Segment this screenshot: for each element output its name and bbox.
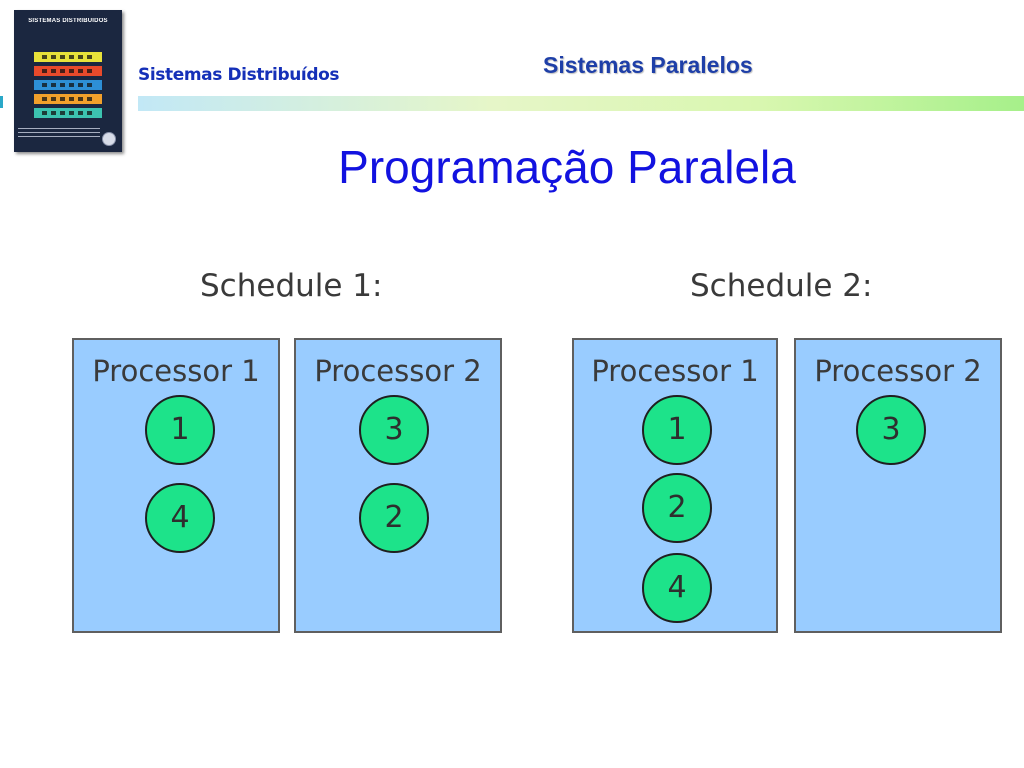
processor-label: Processor 2 <box>314 354 482 388</box>
processor-label: Processor 1 <box>591 354 759 388</box>
schedule-2-processor-2: Processor 2 3 <box>794 338 1002 633</box>
book-cover-image: SISTEMAS DISTRIBUÍDOS <box>14 10 122 152</box>
task-node: 4 <box>145 483 215 553</box>
slide-title: Programação Paralela <box>338 141 796 193</box>
book-cover-band <box>34 66 102 76</box>
book-cover-title: SISTEMAS DISTRIBUÍDOS <box>28 18 108 24</box>
book-cover-band <box>34 80 102 90</box>
task-node: 3 <box>359 395 429 465</box>
processor-label: Processor 1 <box>92 354 260 388</box>
schedule-1-label: Schedule 1: <box>200 268 383 304</box>
processor-label: Processor 2 <box>814 354 982 388</box>
header-left-title: Sistemas Distribuídos <box>138 65 340 85</box>
task-node: 2 <box>642 473 712 543</box>
schedule-2-label: Schedule 2: <box>690 268 873 304</box>
book-cover-seal <box>102 132 116 146</box>
schedule-1-processor-2: Processor 2 3 2 <box>294 338 502 633</box>
schedule-2-processor-1: Processor 1 1 2 4 <box>572 338 778 633</box>
slide-edge-marker <box>0 96 3 108</box>
schedule-1-processor-1: Processor 1 1 4 <box>72 338 280 633</box>
book-cover-band <box>34 52 102 62</box>
task-node: 4 <box>642 553 712 623</box>
book-cover-band <box>34 94 102 104</box>
book-cover-authors <box>18 128 100 138</box>
header-right-title: Sistemas Paralelos <box>543 52 753 78</box>
task-node: 1 <box>145 395 215 465</box>
header-gradient-bar <box>138 96 1024 111</box>
task-node: 1 <box>642 395 712 465</box>
task-node: 2 <box>359 483 429 553</box>
task-node: 3 <box>856 395 926 465</box>
book-cover-band <box>34 108 102 118</box>
